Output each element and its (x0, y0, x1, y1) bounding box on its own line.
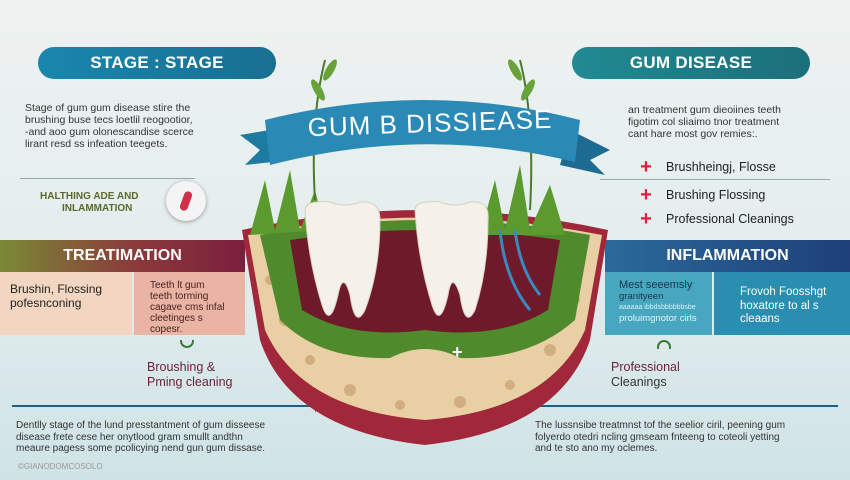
text-line: Stage of gum gum disease stire the (25, 102, 191, 114)
text-line: teeth torming (150, 291, 209, 302)
text-line: figotim col sliaimo tnor treatment (628, 116, 780, 128)
nerve-blue (498, 229, 542, 311)
list-item: + Brushheingj, Flosse (638, 155, 794, 178)
text-line: The lussnsibe treatmnst tof the seelior … (535, 420, 786, 431)
left-bottom-text: Dentlly stage of the lund presstantment … (16, 420, 316, 455)
text-line: Professional (611, 360, 680, 374)
text-line: cagave cms infal (150, 302, 225, 313)
text-line: Teeth lt gum (150, 280, 205, 291)
plus-icon: + (640, 207, 652, 230)
left-arrow (12, 405, 317, 407)
plus-icon: + (640, 183, 652, 206)
text-line: pofesnconing (10, 296, 82, 310)
text-line: hoxatore to al s (740, 299, 819, 312)
text-line: Brushin, Flossing (10, 282, 103, 296)
right-bottom-text: The lussnsibe treatmnst tof the seelior … (535, 420, 845, 455)
list-text: Brushing Flossing (666, 188, 766, 202)
stage-pill: STAGE : STAGE (38, 47, 276, 79)
text-line: an treatment gum dieoiines teeth (628, 104, 781, 116)
text-line: proluimgnotor cirls (619, 313, 697, 324)
text-line: and te sto ano my oclemes. (535, 443, 658, 454)
list-text: Professional Cleanings (666, 212, 794, 226)
list-item: + Professional Cleanings (638, 207, 794, 230)
text-line: Pming cleaning (147, 375, 233, 389)
treatment-list: +Brushheingj, Flosse +Brushing Flossing … (638, 155, 794, 230)
list-item: + Brushing Flossing (638, 183, 794, 206)
divider (20, 178, 195, 179)
plus-icon: + (452, 342, 463, 362)
squiggle-icon (180, 340, 194, 348)
squiggle-icon (657, 340, 671, 349)
treatment-bar: TREATIMATION (0, 240, 245, 272)
text-line: Frovoh Foosshgt (740, 286, 827, 298)
text-line: Dentlly stage of the lund presstantment … (16, 420, 266, 431)
text-line: folyerdo otedri ncling gmseam fnteeng to… (535, 431, 780, 443)
right-arrow (525, 405, 838, 407)
divider (600, 179, 830, 180)
text-line: INLAMMATION (62, 203, 133, 214)
text-line: lirant resd ss infeation teegets. (25, 138, 168, 150)
text-line: cant hare most gov remies:. (628, 128, 758, 140)
banner-ribbon (265, 100, 580, 165)
text-line: meaure pagess some pcolicying nend gun g… (16, 443, 266, 454)
gum-disease-pill: GUM DISEASE (572, 47, 810, 79)
text-line: brushing buse tecs loetlil reogootior, (25, 114, 193, 126)
text-line: disease frete cese her onytlood gram smu… (16, 431, 243, 443)
list-text: Brushheingj, Flosse (666, 160, 776, 174)
inflammation-bar: INFLAMMATION (605, 240, 850, 272)
text-line: Cleanings (611, 375, 667, 389)
watermark: ©GIANODOMCOSOLO (18, 462, 103, 471)
tooth-left (304, 201, 381, 318)
plus-icon: + (640, 155, 652, 178)
text-line: granityeen (619, 291, 664, 302)
gum-illustration: + (240, 59, 610, 445)
gum-inflammation-icon (166, 181, 206, 221)
text-line: HALTHING ADE AND (40, 191, 139, 202)
text-line: cleetinges s copesr. (150, 313, 203, 335)
text-line: -and aoo gum olonescandise scerce (25, 126, 194, 138)
text-line: Broushing & (147, 360, 216, 374)
leaves (311, 59, 535, 101)
left-sub-label: Broushing &Pming cleaning (147, 360, 232, 390)
tooth-right (414, 201, 489, 318)
text-line: Mest seeemsly (619, 279, 693, 291)
text-line: aaaaaa ibbdsbbbbbbsbe (619, 304, 696, 311)
text-line: cleaans (740, 313, 780, 325)
grass-right (480, 165, 565, 235)
